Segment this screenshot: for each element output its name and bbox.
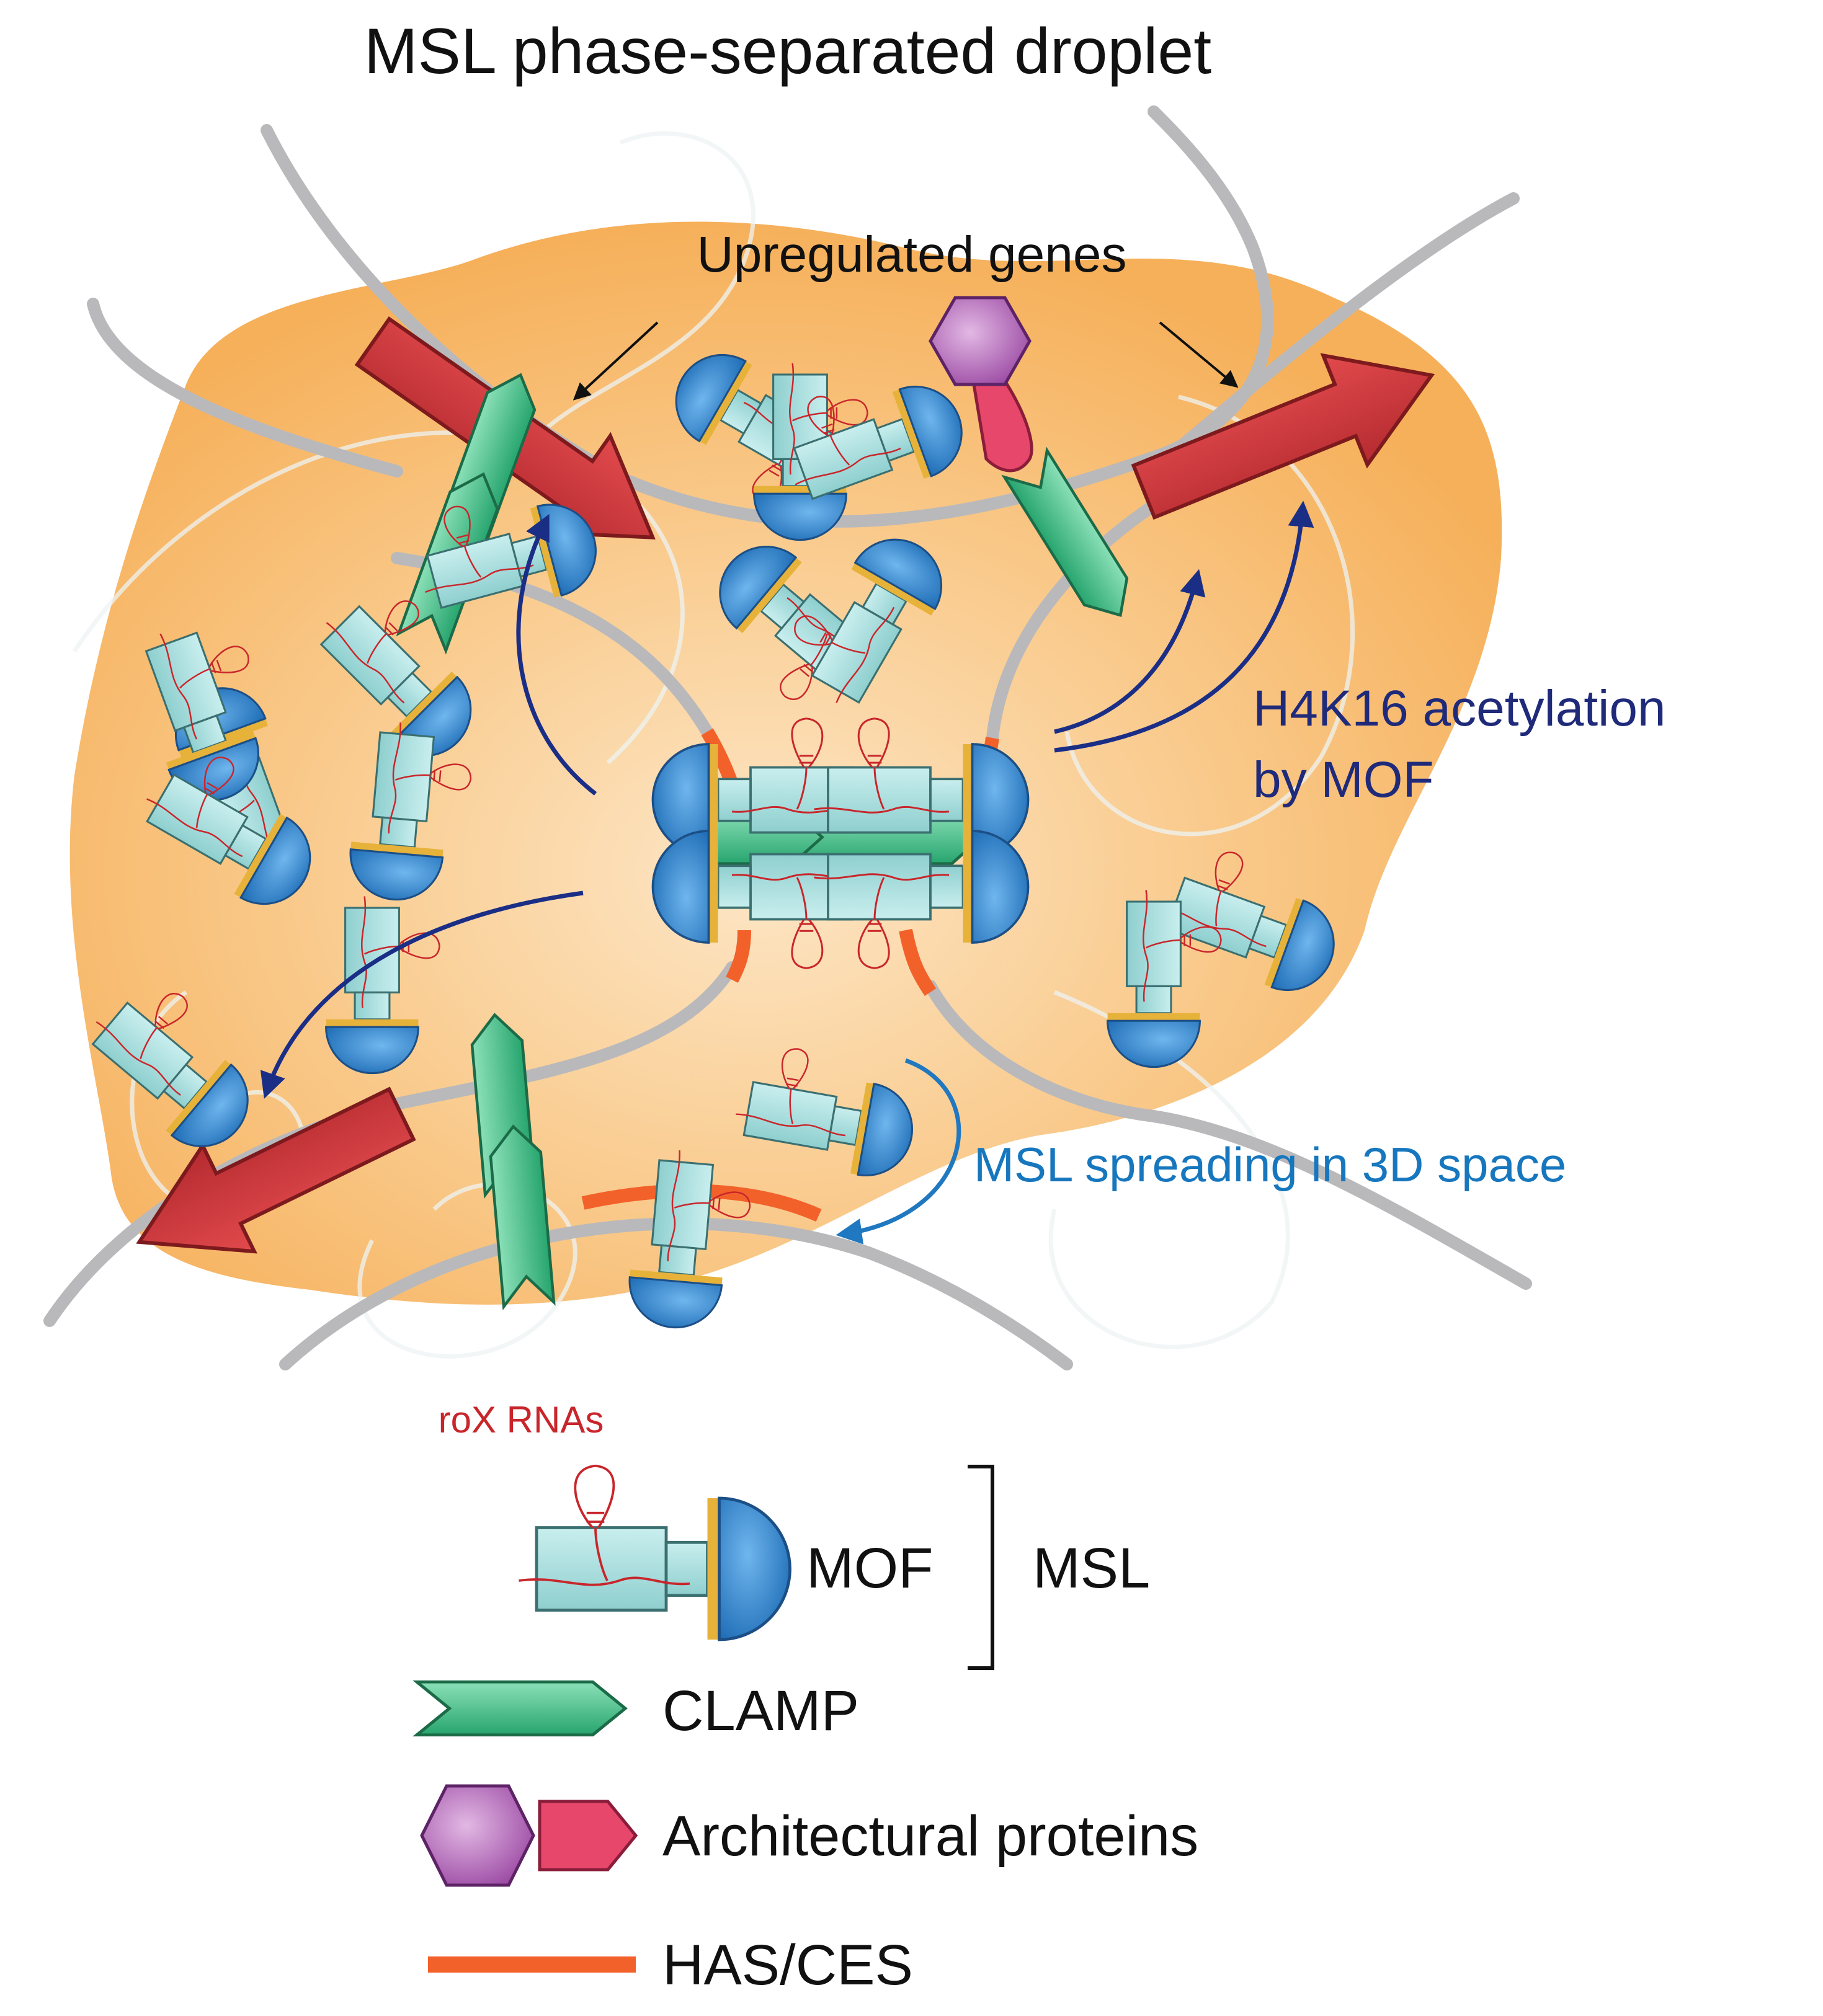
spreading-label: MSL spreading in 3D space (974, 1137, 1566, 1192)
figure-title: MSL phase-separated droplet (364, 16, 1211, 87)
legend-msl-icon (519, 1466, 790, 1640)
legend-clamp-icon (417, 1682, 625, 1735)
spreading-arrow (836, 1058, 961, 1245)
acetylation-label-line1: H4K16 acetylation (1253, 680, 1666, 737)
acetylation-label-line2: by MOF (1253, 752, 1434, 808)
legend-msl-label: MSL (1033, 1537, 1150, 1600)
acetylation-arrows (260, 500, 1314, 1099)
upregulated-genes-label: Upregulated genes (697, 226, 1127, 283)
legend-architectural-icon (420, 1784, 638, 1887)
gene-arrow-bottom-left (136, 1086, 416, 1254)
legend-has-ces-label: HAS/CES (662, 1934, 913, 1997)
gene-pointer-arrows (573, 321, 1239, 401)
gene-arrow-top-right (1131, 353, 1435, 520)
legend-clamp-label: CLAMP (662, 1679, 859, 1743)
legend-architectural-label: Architectural proteins (662, 1805, 1198, 1868)
legend-mof-label: MOF (806, 1537, 933, 1600)
legend-rox-label: roX RNAs (439, 1399, 604, 1441)
legend-msl-bracket (968, 1465, 994, 1670)
legend: roX RNAs MOF MSL CLAMP Architectural pro… (417, 1399, 1198, 1997)
architectural-protein (929, 296, 1033, 473)
